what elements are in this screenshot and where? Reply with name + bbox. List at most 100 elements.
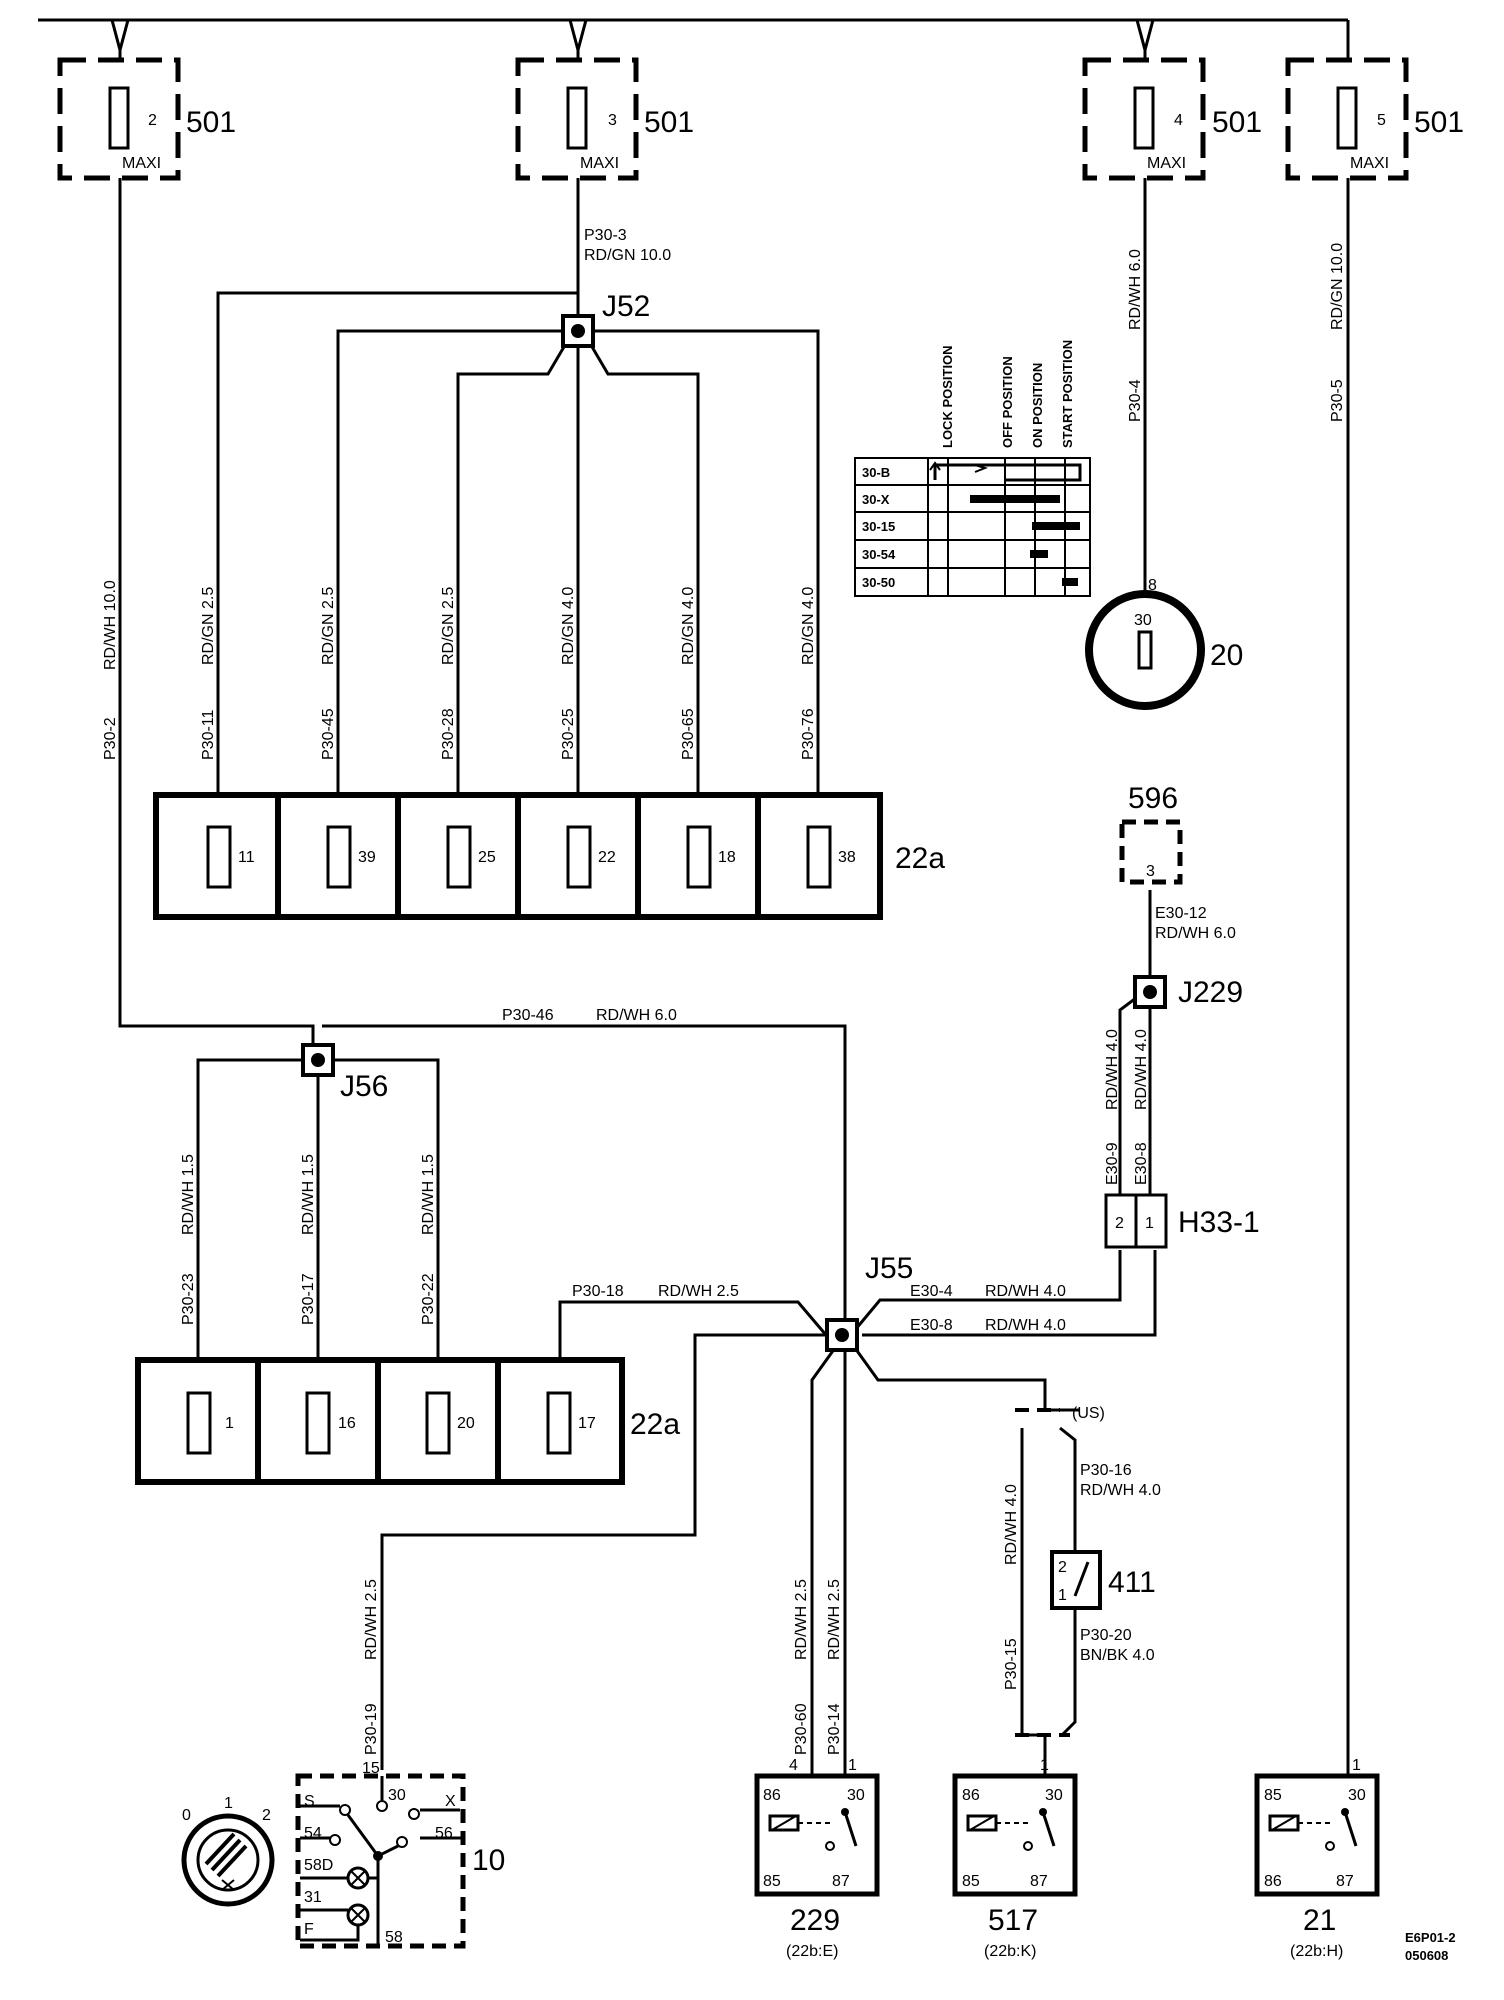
fuse-16: 16 [305,1391,356,1455]
svg-text:P30-4: P30-4 [1127,379,1144,422]
svg-text:RD/WH 2.5: RD/WH 2.5 [793,1579,810,1660]
ignition-position-table: LOCK POSITION OFF POSITION ON POSITION S… [854,340,1091,597]
svg-text:J55: J55 [865,1252,913,1285]
svg-text:501: 501 [1414,106,1464,139]
svg-text:1: 1 [225,1415,234,1432]
fuse-18: 18 [686,825,736,889]
svg-text:0: 0 [182,1807,191,1824]
svg-text:P30-14: P30-14 [826,1703,843,1755]
svg-text:RD/GN 2.5: RD/GN 2.5 [440,587,457,665]
svg-text:30: 30 [1134,612,1152,629]
svg-text:58: 58 [385,1929,403,1946]
svg-text:8: 8 [1148,577,1157,594]
connector-h33-1: 2 1 H33-1 [1104,1193,1260,1249]
wires [118,178,1350,1776]
fuse-box-label: 501 [186,106,236,139]
svg-text:050608: 050608 [1405,1948,1448,1963]
svg-text:85: 85 [1264,1787,1282,1804]
svg-text:25: 25 [478,849,496,866]
svg-text:30-15: 30-15 [862,519,895,534]
svg-text:E30-8: E30-8 [1133,1142,1150,1185]
maxi-fuse-2: 2 MAXI 501 [57,57,236,181]
svg-text:17: 17 [578,1415,596,1432]
svg-text:P30-22: P30-22 [420,1273,437,1325]
fuse-17: 17 [546,1391,596,1455]
svg-text:86: 86 [763,1787,781,1804]
svg-text:RD/WH 2.5: RD/WH 2.5 [363,1579,380,1660]
svg-text:1: 1 [1352,1757,1361,1774]
svg-text:86: 86 [962,1787,980,1804]
svg-text:2: 2 [1115,1215,1124,1232]
fuse-11: 11 [206,825,255,889]
svg-text:RD/WH 4.0: RD/WH 4.0 [1080,1482,1161,1499]
svg-text:30-X: 30-X [862,492,890,507]
svg-text:RD/GN 10.0: RD/GN 10.0 [584,247,671,264]
footer: E6P01-2 050608 [1405,1930,1456,1963]
svg-text:LOCK POSITION: LOCK POSITION [940,345,955,448]
svg-text:22a: 22a [630,1408,680,1441]
svg-text:2: 2 [1058,1559,1067,1576]
svg-text:501: 501 [644,106,694,139]
svg-text:E6P01-2: E6P01-2 [1405,1930,1456,1945]
svg-text:RD/WH 4.0: RD/WH 4.0 [985,1283,1066,1300]
svg-text:P30-65: P30-65 [680,708,697,760]
switch-411: 2 1 411 [1050,1550,1156,1610]
svg-text:15: 15 [362,1760,380,1777]
junction-j55: J55 [825,1252,913,1352]
wire-labels: P30-3 RD/GN 10.0 P30-46 RD/WH 6.0 E30-12… [102,227,1346,1755]
svg-text:517: 517 [988,1904,1038,1937]
svg-text:16: 16 [338,1415,356,1432]
maxi-fuse-4: 4 MAXI 501 [1082,57,1262,181]
svg-text:P30-5: P30-5 [1329,379,1346,422]
svg-text:P30-19: P30-19 [363,1703,380,1755]
svg-text:P30-2: P30-2 [102,717,119,760]
svg-text:39: 39 [358,849,376,866]
svg-text:RD/WH 4.0: RD/WH 4.0 [1003,1484,1020,1565]
svg-text:P30-15: P30-15 [1003,1638,1020,1690]
svg-text:58D: 58D [304,1857,333,1874]
svg-text:E30-9: E30-9 [1104,1142,1121,1185]
svg-text:87: 87 [832,1873,850,1890]
junction-j52: J52 [561,290,650,348]
svg-text:P30-16: P30-16 [1080,1462,1132,1479]
svg-text:P30-60: P30-60 [793,1703,810,1755]
svg-text:38: 38 [838,849,856,866]
svg-text:30: 30 [1045,1787,1063,1804]
svg-text:(22b:H): (22b:H) [1290,1943,1343,1960]
svg-text:MAXI: MAXI [1147,155,1186,172]
svg-text:85: 85 [763,1873,781,1890]
maxi-fuse-3: 3 MAXI 501 [515,57,694,181]
maxi-fuse-5: 5 MAXI 501 [1285,57,1464,181]
svg-text:30: 30 [1348,1787,1366,1804]
svg-text:P30-28: P30-28 [440,708,457,760]
svg-text:RD/WH 1.5: RD/WH 1.5 [300,1154,317,1235]
svg-text:21: 21 [1303,1904,1336,1937]
svg-text:2: 2 [262,1807,271,1824]
svg-text:596: 596 [1128,782,1178,815]
svg-text:4: 4 [789,1757,798,1774]
svg-text:30-54: 30-54 [862,547,896,562]
svg-text:ON POSITION: ON POSITION [1030,363,1045,448]
svg-text:30-50: 30-50 [862,575,895,590]
svg-text:RD/GN 2.5: RD/GN 2.5 [200,587,217,665]
svg-text:P30-45: P30-45 [320,708,337,760]
svg-text:RD/WH 4.0: RD/WH 4.0 [985,1317,1066,1334]
svg-text:229: 229 [790,1904,840,1937]
svg-text:85: 85 [962,1873,980,1890]
svg-text:RD/GN 10.0: RD/GN 10.0 [1329,243,1346,330]
svg-text:(22b:E): (22b:E) [786,1943,838,1960]
svg-text:J52: J52 [602,290,650,323]
svg-text:P30-11: P30-11 [200,709,217,760]
junction-j56: J56 [301,1043,388,1103]
svg-text:P30-17: P30-17 [300,1273,317,1325]
svg-text:1: 1 [848,1757,857,1774]
svg-text:(22b:K): (22b:K) [984,1943,1036,1960]
svg-text:RD/WH 4.0: RD/WH 4.0 [1133,1029,1150,1110]
fuse-38: 38 [806,825,856,889]
svg-text:P30-18: P30-18 [572,1283,624,1300]
fuse-25: 25 [446,825,496,889]
junction-j229: J229 [1133,975,1243,1009]
svg-text:86: 86 [1264,1873,1282,1890]
svg-text:3: 3 [608,112,617,129]
